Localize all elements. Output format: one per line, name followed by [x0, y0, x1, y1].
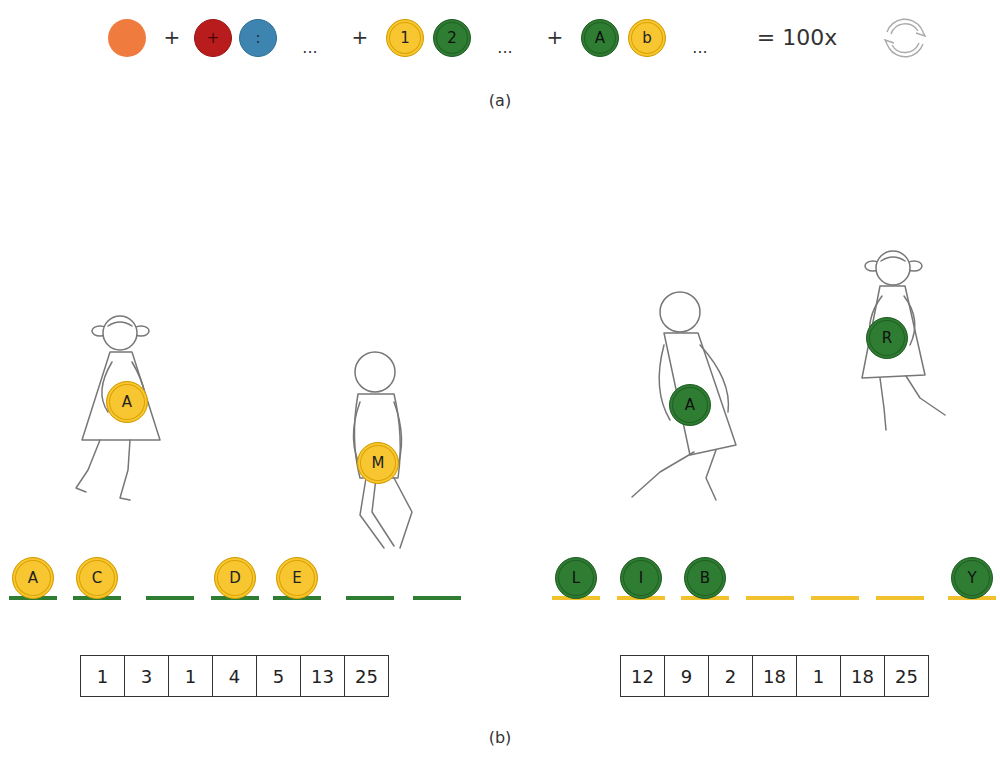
disc-letter: A: [122, 395, 132, 410]
letter-disc: I: [620, 557, 662, 599]
equation-symbol: +: [547, 26, 564, 48]
equation-symbol: +: [164, 26, 181, 48]
girl-figure: [862, 251, 945, 430]
letter-disc: 1: [386, 19, 424, 57]
letter-disc: D: [214, 557, 256, 599]
boy-figure: [353, 352, 412, 548]
letter-disc: M: [357, 442, 399, 484]
disc-letter: A: [685, 398, 695, 413]
cell-number: 2: [725, 666, 736, 687]
letter-disc: Y: [951, 557, 993, 599]
table-cell: 5: [256, 655, 301, 697]
equation-symbol: ...: [497, 39, 512, 57]
table-cell: 2: [708, 655, 753, 697]
disc-letter: M: [372, 456, 385, 471]
table-cell: 18: [752, 655, 797, 697]
letter-disc: C: [76, 557, 118, 599]
disc-letter: 2: [447, 31, 457, 46]
disc-letter: L: [572, 571, 580, 586]
letter-disc: B: [684, 557, 726, 599]
disc-letter: :: [255, 31, 260, 46]
letter-disc: L: [555, 557, 597, 599]
table-cell: 1: [168, 655, 213, 697]
letter-disc: A: [581, 19, 619, 57]
girl-figure: [76, 316, 160, 500]
slot-line: [552, 596, 996, 600]
cell-number: 1: [185, 666, 196, 687]
cell-number: 12: [631, 666, 654, 687]
letter-disc: R: [866, 317, 908, 359]
letter-disc: A: [669, 384, 711, 426]
disc-letter: Y: [967, 571, 976, 586]
equation-symbol: = 100x: [757, 26, 837, 50]
equation-symbol: ...: [692, 39, 707, 57]
panel-caption: (b): [489, 729, 512, 747]
disc-letter: B: [700, 571, 710, 586]
cell-number: 4: [229, 666, 240, 687]
cell-number: 1: [813, 666, 824, 687]
disc-letter: 1: [400, 31, 410, 46]
orange-circle: [108, 19, 146, 57]
equation-symbol: +: [352, 26, 369, 48]
disc-letter: R: [882, 331, 892, 346]
equation-symbol: ...: [302, 39, 317, 57]
cell-number: 13: [311, 666, 334, 687]
disc-letter: I: [639, 571, 643, 586]
cell-number: 3: [141, 666, 152, 687]
letter-disc: A: [106, 381, 148, 423]
letter-disc: +: [194, 19, 232, 57]
panel-caption: (a): [489, 92, 511, 110]
letter-disc: A: [12, 557, 54, 599]
table-cell: 12: [620, 655, 665, 697]
cell-number: 25: [355, 666, 378, 687]
cycle-icon: [885, 19, 925, 57]
cell-number: 9: [681, 666, 692, 687]
disc-letter: A: [28, 571, 38, 586]
table-cell: 18: [840, 655, 885, 697]
disc-letter: +: [207, 31, 220, 46]
table-cell: 9: [664, 655, 709, 697]
table-cell: 1: [80, 655, 125, 697]
cell-number: 5: [273, 666, 284, 687]
cell-number: 1: [97, 666, 108, 687]
disc-letter: D: [229, 571, 241, 586]
cell-number: 18: [851, 666, 874, 687]
table-cell: 13: [300, 655, 345, 697]
disc-letter: b: [642, 31, 652, 46]
boy-figure: [632, 292, 736, 500]
table-cell: 3: [124, 655, 169, 697]
letter-disc: :: [239, 19, 277, 57]
disc-letter: C: [92, 571, 102, 586]
table-cell: 25: [344, 655, 389, 697]
table-cell: 25: [884, 655, 929, 697]
cell-number: 18: [763, 666, 786, 687]
letter-disc: E: [276, 557, 318, 599]
table-cell: 4: [212, 655, 257, 697]
table-cell: 1: [796, 655, 841, 697]
cell-number: 25: [895, 666, 918, 687]
letter-disc: b: [628, 19, 666, 57]
disc-letter: A: [595, 31, 605, 46]
disc-letter: E: [292, 571, 301, 586]
letter-disc: 2: [433, 19, 471, 57]
